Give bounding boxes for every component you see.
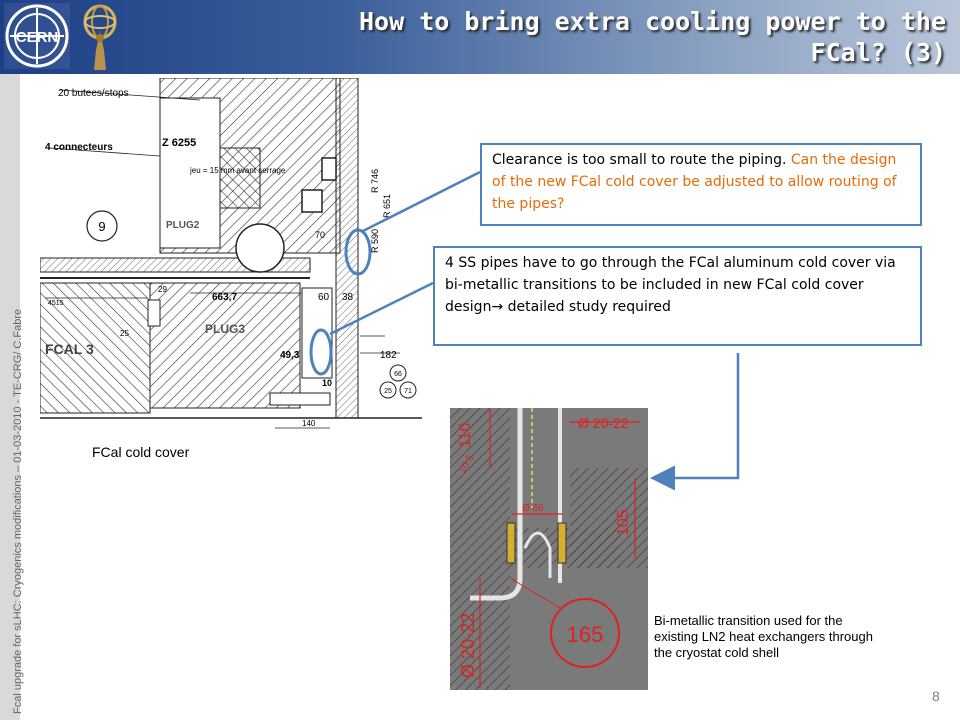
dim-r746: R 746 (370, 169, 380, 193)
dim-r590: R 590 (370, 229, 380, 253)
arrow-right-icon: → (491, 299, 504, 315)
label-9: 9 (98, 219, 105, 234)
dim-105: 105 (615, 509, 632, 536)
dim-70: 70 (315, 230, 325, 240)
dim-10: 10 (322, 378, 332, 388)
clearance-text: Clearance is too small to route the pipi… (492, 152, 791, 168)
dim-r651: R 651 (382, 194, 392, 218)
dim-182: 182 (380, 350, 397, 361)
pipes-text: 4 SS pipes have to go through the FCal a… (445, 255, 896, 315)
caption-bimetallic: Bi-metallic transition used for the exis… (654, 613, 873, 660)
bimetallic-transition-drawing: Ø 20-22 110 105 Ø 66 Ø 20-22 165 10.5 (450, 408, 648, 690)
label-connecteurs: 4 connecteurs (45, 142, 113, 153)
dim-60: 60 (318, 292, 330, 303)
bubble-25: 25 (384, 388, 392, 395)
dim-49: 49,3 (280, 350, 300, 361)
side-strip (0, 74, 20, 720)
label-plug3: PLUG3 (205, 322, 245, 336)
pipes-conclusion: detailed study required (503, 299, 671, 315)
caption-fcal-cold-cover: FCal cold cover (92, 444, 190, 460)
title-line-2: FCal? (3) (810, 38, 946, 67)
dim-phi66: Ø 66 (522, 503, 544, 514)
label-plug2: PLUG2 (166, 220, 200, 231)
pipes-callout: 4 SS pipes have to go through the FCal a… (433, 246, 922, 346)
dim-25: 25 (120, 329, 129, 338)
dim-29: 29 (158, 285, 167, 294)
page-number: 8 (932, 688, 940, 704)
slide-title: How to bring extra cooling power to the … (306, 6, 946, 68)
dim-phi-top: Ø 20-22 (578, 415, 629, 431)
dim-663: 663,7 (212, 292, 237, 303)
label-butees: 20 butees/stops (58, 88, 129, 99)
dim-110: 110 (457, 422, 474, 448)
fcal-cross-section-drawing: 20 butees/stops 4 connecteurs Z 6255 jeu… (40, 78, 422, 443)
title-line-1: How to bring extra cooling power to the (359, 7, 946, 36)
footer-text: Fcal upgrade for sLHC: Cryogenics modifi… (12, 308, 24, 714)
bubble-66: 66 (394, 371, 402, 378)
dim-38: 38 (342, 292, 354, 303)
dim-4515: 4515 (48, 300, 64, 307)
circle-165: 165 (567, 622, 604, 647)
bubble-71: 71 (404, 388, 412, 395)
slide-header: CERN How to bring extra cooling power to… (0, 0, 960, 74)
cern-logo-text: CERN (16, 29, 59, 46)
dim-phi-bottom: Ø 20-22 (458, 613, 478, 678)
arrow-to-detail (650, 353, 740, 491)
clearance-callout: Clearance is too small to route the pipi… (480, 143, 922, 226)
clearance-question: Can the design of the new FCal cold cove… (492, 152, 897, 212)
atlas-logo (83, 4, 117, 70)
label-fcal3: FCAL 3 (45, 341, 94, 357)
dim-140: 140 (302, 419, 316, 428)
cern-logo: CERN (4, 3, 70, 69)
label-z6255: Z 6255 (162, 137, 196, 149)
label-jeu: jeu = 15 mm avant serrage (189, 166, 286, 175)
